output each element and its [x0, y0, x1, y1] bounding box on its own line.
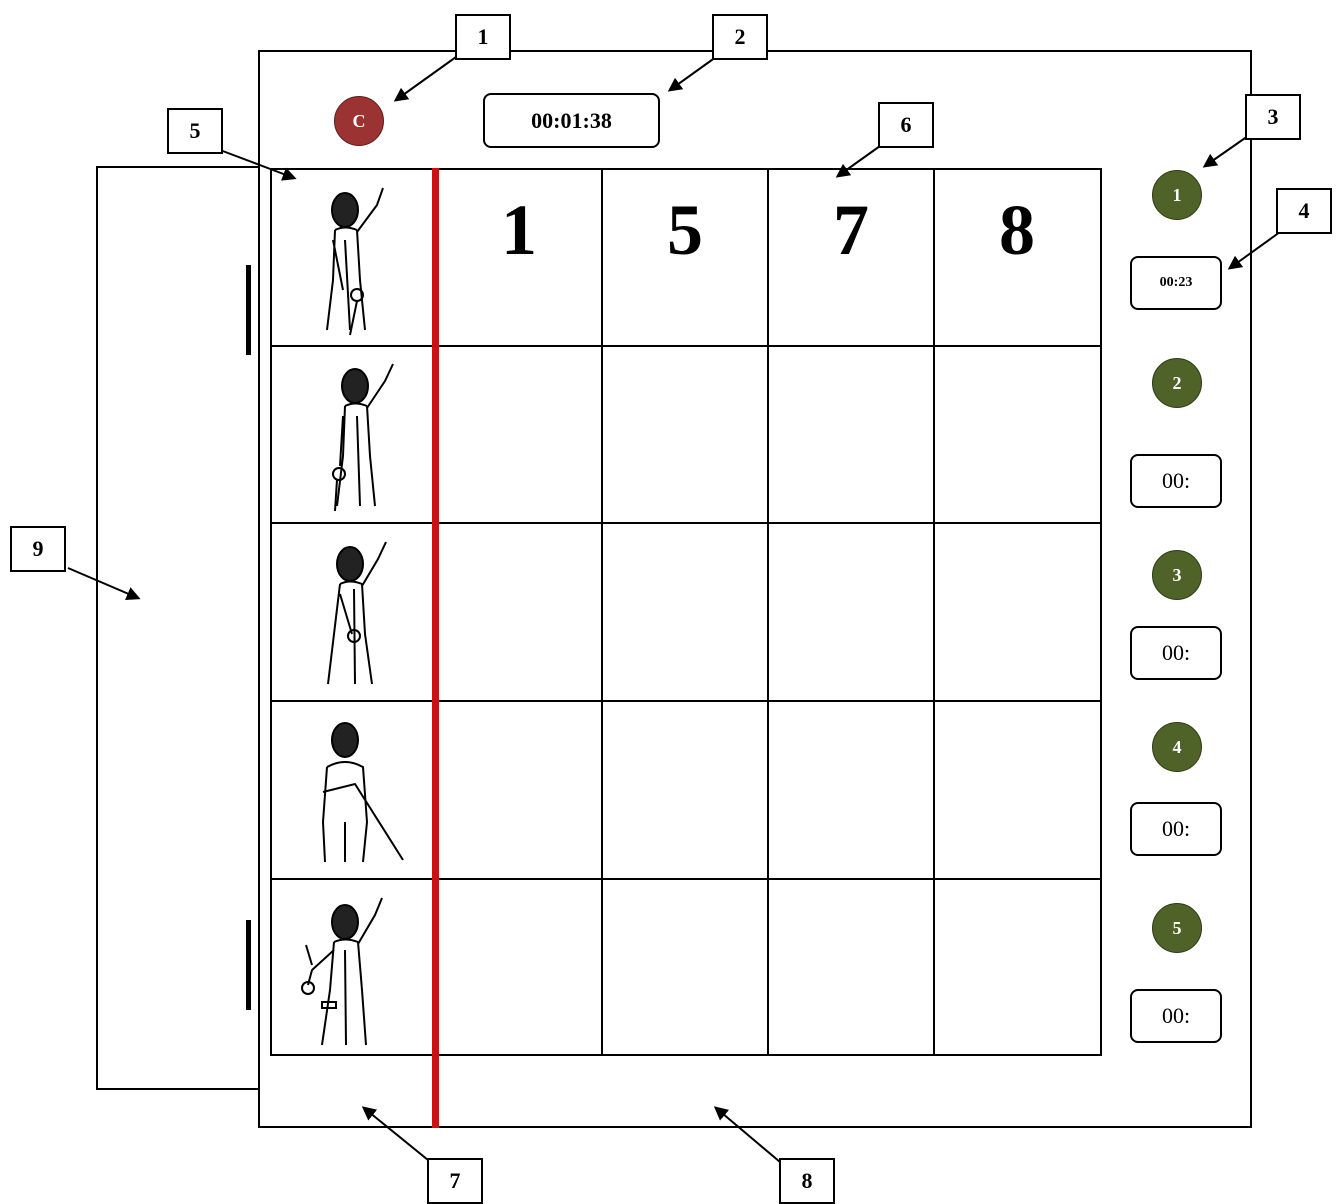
callout-label-6: 6 — [878, 102, 934, 148]
callout-label-9: 9 — [10, 526, 66, 572]
callout-label-1: 1 — [455, 14, 511, 60]
callout-label-2: 2 — [712, 14, 768, 60]
callout-label-8: 8 — [779, 1158, 835, 1204]
callout-label-7: 7 — [427, 1158, 483, 1204]
callout-label-3: 3 — [1245, 94, 1301, 140]
callout-label-5: 5 — [167, 108, 223, 154]
callout-label-4: 4 — [1276, 188, 1332, 234]
